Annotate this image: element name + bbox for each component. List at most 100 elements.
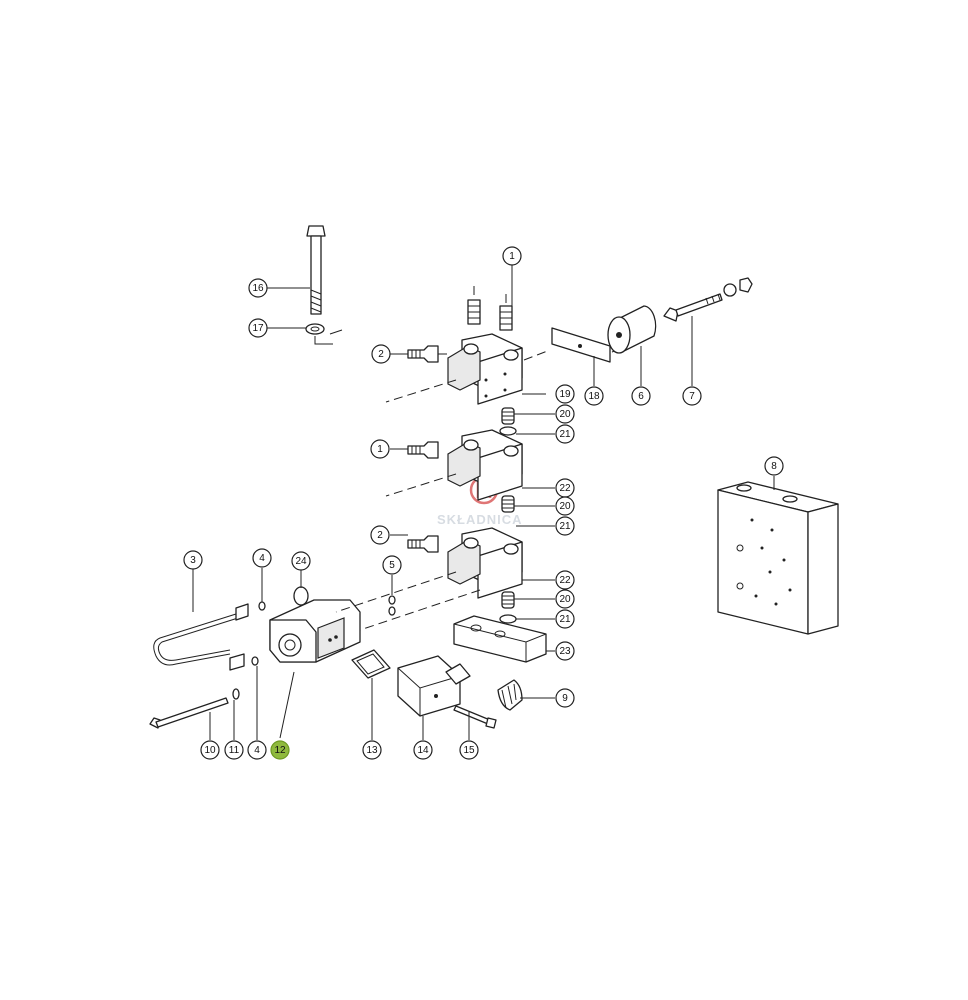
callout-number: 20 [559,594,571,605]
callout-number: 18 [588,391,600,402]
callout-24: 24 [291,551,311,571]
callout-circle [555,424,575,444]
callout-number: 22 [559,483,571,494]
callout-15: 15 [459,740,479,760]
callout-19: 19 [555,384,575,404]
callout-number: 6 [638,391,644,402]
part-2-fitting-top [407,345,452,363]
callout-number: 19 [559,389,571,400]
assembly-guide-lines [335,379,481,631]
callout-circle [371,344,391,364]
callout-number: 7 [689,391,695,402]
callout-circle [370,439,390,459]
callout-2: 2 [370,525,390,545]
callout-circle [252,548,272,568]
callout-circle [248,278,268,298]
part-2-fitting-lower [407,535,439,553]
callout-5: 5 [382,555,402,575]
callout-circle [247,740,267,760]
callout-13: 13 [362,740,382,760]
callout-6: 6 [631,386,651,406]
part-1-fitting-middle [407,441,439,459]
callout-circle [224,740,244,760]
callout-circle [370,525,390,545]
callout-circle [584,386,604,406]
callout-circle [555,496,575,516]
callout-number: 1 [377,444,383,455]
part-24-o-ring [293,586,309,606]
callout-number: 20 [559,501,571,512]
callout-circle [555,516,575,536]
callout-22: 22 [555,570,575,590]
callout-23: 23 [555,641,575,661]
callout-circle [555,404,575,424]
callout-circle [555,570,575,590]
callout-20: 20 [555,496,575,516]
part-1-fittings-top [467,286,513,331]
callout-circle [382,555,402,575]
part-19-valve-body-top [447,333,523,405]
part-9-knob [497,679,523,711]
callout-number: 10 [204,745,216,756]
callout-number: 15 [463,745,475,756]
callout-9: 9 [555,688,575,708]
leader-lines [192,264,775,740]
part-18-gasket-plate [523,327,623,363]
callout-number: 13 [366,745,378,756]
callout-number: 11 [229,745,240,756]
callout-21: 21 [555,516,575,536]
callout-number: 1 [509,251,515,262]
callout-circle [459,740,479,760]
callout-number: 16 [252,283,264,294]
callout-22: 22 [555,478,575,498]
callout-4: 4 [252,548,272,568]
callout-21: 21 [555,424,575,444]
callout-circle [631,386,651,406]
callout-number: 12 [274,745,286,756]
callout-number: 14 [417,745,429,756]
watermark-text: SKŁADNICA [437,512,523,527]
callout-number: 4 [259,553,265,564]
callout-number: 3 [190,555,196,566]
callout-circle [764,456,784,476]
part-15-screw [453,705,497,729]
callout-8: 8 [764,456,784,476]
callout-11: 11 [224,740,244,760]
callout-number: 2 [377,530,383,541]
callout-number: 4 [254,745,260,756]
callout-circle [183,550,203,570]
callout-circle [413,740,433,760]
callout-2: 2 [371,344,391,364]
callout-20: 20 [555,589,575,609]
callout-circle [555,641,575,661]
callout-number: 17 [252,323,264,334]
part-16-long-bolt [306,225,326,315]
callout-4: 4 [247,740,267,760]
callout-circle [291,551,311,571]
callout-18: 18 [584,386,604,406]
part-21-o-ring-lower [499,614,517,624]
callout-17: 17 [248,318,268,338]
callout-circle [270,740,290,760]
callout-number: 8 [771,461,777,472]
part-13-gasket [351,649,391,679]
callout-circle [200,740,220,760]
callout-20: 20 [555,404,575,424]
callout-21: 21 [555,609,575,629]
callout-circle [362,740,382,760]
part-22-valve-body-lower [447,527,523,599]
callout-number: 9 [562,693,568,704]
part-5-o-rings [388,595,396,616]
callout-number: 20 [559,409,571,420]
callout-number: 23 [559,646,571,657]
part-6-solenoid-coil [607,305,657,354]
part-4-washer-upper [258,601,266,611]
callout-number: 21 [559,521,571,532]
part-3-pipe [153,603,249,671]
callout-circle [502,246,522,266]
callout-number: 22 [559,575,571,586]
callout-3: 3 [183,550,203,570]
callout-7: 7 [682,386,702,406]
